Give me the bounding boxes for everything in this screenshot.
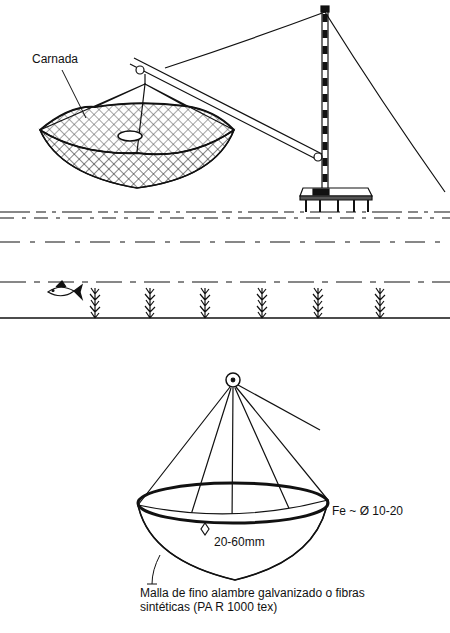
mast: [321, 6, 329, 195]
seaweed-plant: [90, 288, 100, 318]
material-dimension: Fe ~ Ø 10-20: [330, 504, 405, 518]
top-lift-net: [40, 70, 234, 188]
water-lines: [0, 212, 450, 318]
seaweed-plant: [145, 288, 155, 318]
mesh-size: 20-60mm: [212, 535, 267, 549]
seaweed-plant: [313, 288, 323, 318]
seaweed-plant: [200, 288, 210, 318]
seaweed-plant: [375, 288, 385, 318]
seaweed: [90, 288, 385, 318]
bottom-lift-net: [120, 387, 350, 600]
pulley: [226, 373, 320, 430]
fish: [48, 281, 82, 299]
platform: [300, 188, 372, 212]
seaweed-plant: [257, 288, 267, 318]
material-note: Malla de fino alambre galvanizado o fibr…: [140, 586, 375, 615]
part-label: Carnada: [30, 52, 80, 66]
